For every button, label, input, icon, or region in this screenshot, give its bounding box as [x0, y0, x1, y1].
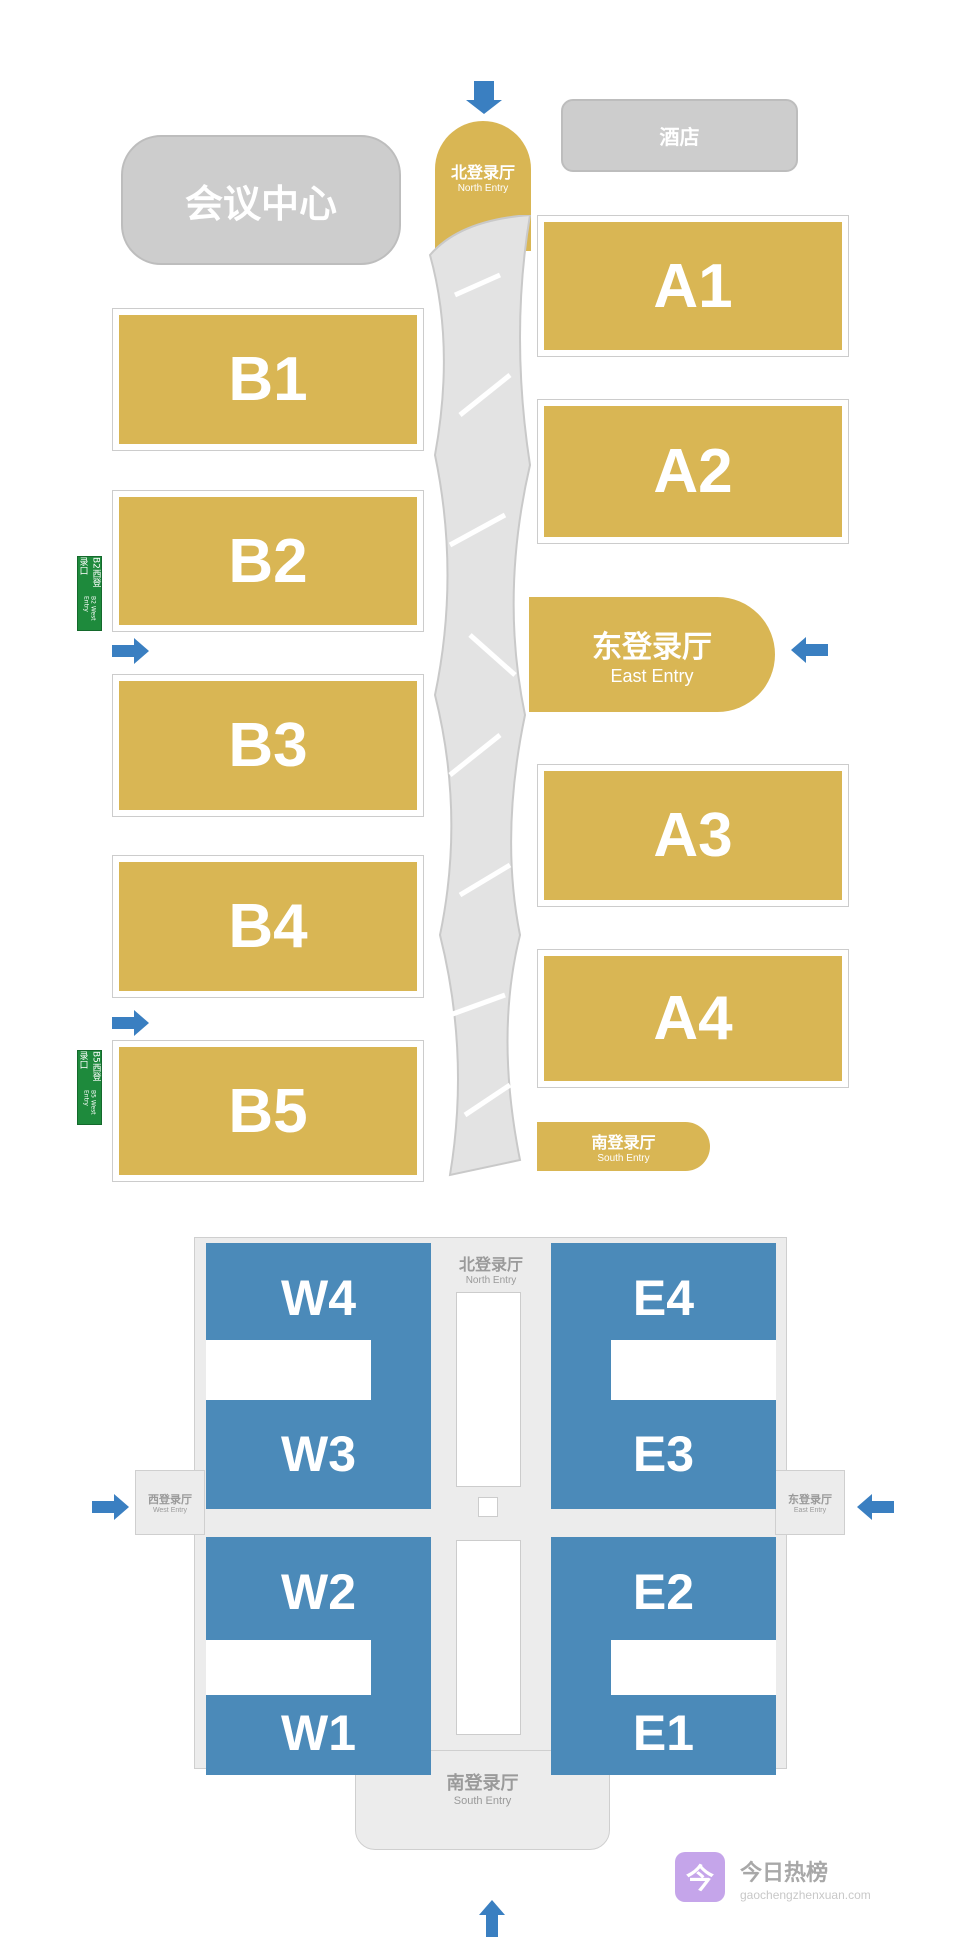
north-entry-en: North Entry [465, 1274, 517, 1286]
south-entry-en: South Entry [453, 1794, 512, 1807]
hall-w2: W2 [206, 1537, 431, 1647]
hall-b1: B1 [112, 308, 424, 451]
sign-en: B2 West Entry [82, 595, 97, 621]
hall-e2: E2 [551, 1537, 776, 1647]
w-hall-connector [206, 1340, 431, 1400]
west-arrow-b5-icon [112, 1010, 149, 1036]
north-arrow-icon [474, 81, 494, 101]
bottom-south-entry: 南登录厅 South Entry [420, 1765, 545, 1810]
east-entry-hall: 东登录厅 East Entry [529, 597, 775, 712]
conference-center: 会议中心 [121, 135, 401, 265]
hall-e1: E1 [551, 1690, 776, 1775]
watermark-name: 今日热榜 [740, 1861, 829, 1886]
central-corridor [428, 215, 532, 1177]
west-entry-cn: 西登录厅 [148, 1493, 192, 1506]
center-courtyard-north [456, 1292, 521, 1487]
center-courtyard-south [456, 1540, 521, 1735]
hall-b2: B2 [112, 490, 424, 632]
hall-a4: A4 [537, 949, 849, 1088]
east-entry-en: East Entry [610, 666, 694, 686]
north-entry-en: North Entry [457, 183, 509, 194]
b5-west-entry-sign: B5西登录口 B5 West Entry [77, 1050, 102, 1125]
bottom-east-entry: 东登录厅 East Entry [775, 1485, 845, 1520]
hall-e4: E4 [551, 1243, 776, 1353]
east-arrow-icon [791, 637, 828, 663]
south-entry-en: South Entry [597, 1153, 650, 1164]
watermark-logo-icon: 今 [675, 1852, 725, 1902]
south-arrow-icon [479, 1900, 505, 1937]
east-arrow-icon-bottom [857, 1494, 894, 1520]
east-entry-cn: 东登录厅 [592, 630, 712, 665]
hall-b3: B3 [112, 674, 424, 817]
b2-west-entry-sign: B2西登录口 B2 West Entry [77, 556, 102, 631]
bottom-north-entry: 北登录厅 North Entry [431, 1248, 551, 1288]
hall-w4: W4 [206, 1243, 431, 1353]
north-arrow-head [466, 100, 502, 114]
hotel: 酒店 [561, 99, 798, 172]
hall-w3: W3 [206, 1399, 431, 1509]
hall-b5: B5 [112, 1040, 424, 1182]
west-arrow-b2-icon [112, 638, 149, 664]
south-entry-hall: 南登录厅 South Entry [537, 1122, 710, 1171]
hall-w1: W1 [206, 1690, 431, 1775]
center-courtyard-square [478, 1497, 498, 1517]
w-hall-connector [206, 1640, 431, 1695]
south-entry-cn: 南登录厅 [446, 1772, 519, 1794]
south-entry-cn: 南登录厅 [591, 1133, 656, 1152]
bottom-west-entry: 西登录厅 West Entry [135, 1485, 205, 1520]
north-entry-cn: 北登录厅 [450, 163, 515, 182]
hall-e3: E3 [551, 1399, 776, 1509]
sign-en: B5 West Entry [82, 1089, 97, 1115]
west-arrow-icon [92, 1494, 129, 1520]
hall-a1: A1 [537, 215, 849, 357]
e-hall-connector [551, 1340, 776, 1400]
west-entry-hall [135, 1470, 205, 1535]
north-entry-cn: 北登录厅 [458, 1254, 523, 1274]
e-hall-connector [551, 1640, 776, 1695]
east-entry-cn: 东登录厅 [788, 1493, 832, 1506]
hall-a3: A3 [537, 764, 849, 907]
hall-b4: B4 [112, 855, 424, 998]
sign-cn: B5西登录口 [77, 1051, 101, 1081]
hall-a2: A2 [537, 399, 849, 544]
sign-cn: B2西登录口 [77, 557, 101, 587]
west-entry-en: West Entry [152, 1507, 188, 1514]
east-entry-en: East Entry [793, 1507, 827, 1514]
watermark-url: gaochengzhenxuan.com [740, 1888, 871, 1902]
